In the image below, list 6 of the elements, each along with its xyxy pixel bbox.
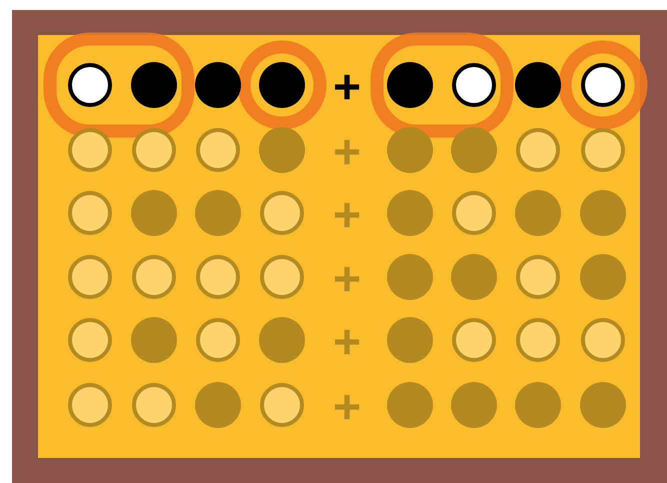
plus-sign: + [332, 252, 362, 302]
plus-sign: + [332, 315, 362, 365]
plus-sign: + [332, 380, 362, 430]
plus-sign: + [332, 125, 362, 175]
plus-sign: + [332, 60, 362, 110]
plus-sign: + [332, 188, 362, 238]
